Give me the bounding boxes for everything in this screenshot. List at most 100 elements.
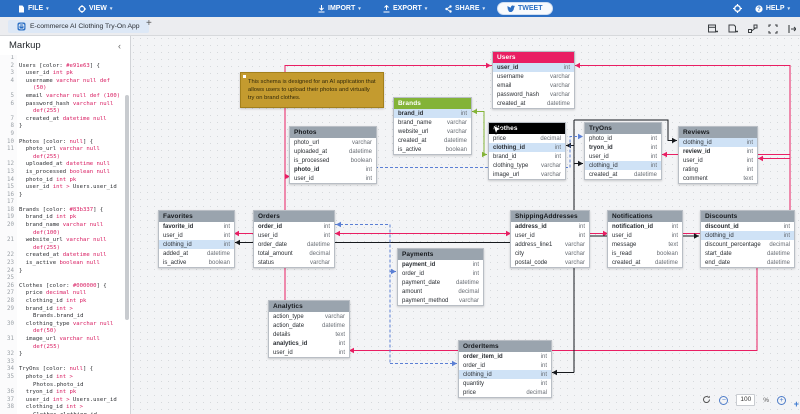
table-field-created_at[interactable]: created_at datetime — [585, 170, 661, 179]
menu-view[interactable]: VIEW▾ — [78, 0, 112, 17]
table-field-order_id[interactable]: order_id int — [254, 222, 334, 231]
table-header[interactable]: ShippingAddresses — [511, 211, 589, 222]
table-field-comment[interactable]: comment text — [679, 174, 757, 183]
table-analytics[interactable]: Analytics action_type varchar action_dat… — [268, 300, 350, 358]
table-users[interactable]: Users user_id int username varchar email… — [492, 51, 575, 109]
table-field-clothing_id[interactable]: clothing_id int — [459, 370, 551, 379]
table-header[interactable]: Discounts — [701, 211, 794, 222]
pan-mode-icon[interactable] — [788, 21, 797, 39]
table-field-user_id[interactable]: user_id int — [290, 174, 376, 183]
table-field-discount_percentage[interactable]: discount_percentage decimal — [701, 240, 794, 249]
menu-help[interactable]: ? HELP▾ — [755, 0, 790, 17]
table-field-user_id[interactable]: user_id int — [254, 231, 334, 240]
table-field-password_hash[interactable]: password_hash varchar — [493, 90, 574, 99]
table-field-is_processed[interactable]: is_processed boolean — [290, 156, 376, 165]
table-field-city[interactable]: city varchar — [511, 249, 589, 258]
table-field-user_id[interactable]: user_id int — [493, 63, 574, 72]
table-field-action_date[interactable]: action_date datetime — [269, 321, 349, 330]
table-field-order_id[interactable]: order_id int — [398, 269, 483, 278]
table-field-user_id[interactable]: user_id int — [159, 231, 234, 240]
table-field-user_id[interactable]: user_id int — [608, 231, 682, 240]
table-field-clothing_type[interactable]: clothing_type varchar — [489, 161, 565, 170]
table-field-added_at[interactable]: added_at datetime — [159, 249, 234, 258]
table-header[interactable]: Notifications — [608, 211, 682, 222]
table-field-tryon_id[interactable]: tryon_id int — [585, 143, 661, 152]
table-field-image_url[interactable]: image_url varchar — [489, 170, 565, 179]
table-field-website_url[interactable]: website_url varchar — [394, 127, 471, 136]
table-header[interactable]: Payments — [398, 249, 483, 260]
table-field-order_item_id[interactable]: order_item_id int — [459, 352, 551, 361]
menu-export[interactable]: EXPORT▾ — [383, 0, 427, 17]
new-tab-button[interactable]: + — [146, 18, 152, 29]
table-field-payment_id[interactable]: payment_id int — [398, 260, 483, 269]
table-field-is_read[interactable]: is_read boolean — [608, 249, 682, 258]
table-field-end_date[interactable]: end_date datetime — [701, 258, 794, 267]
table-field-email[interactable]: email varchar — [493, 81, 574, 90]
table-field-brand_name[interactable]: brand_name varchar — [394, 118, 471, 127]
table-field-user_id[interactable]: user_id int — [585, 152, 661, 161]
table-field-brand_id[interactable]: brand_id int — [394, 109, 471, 118]
diagram-tab[interactable]: E-commerce AI Clothing Try-On App — [8, 20, 149, 33]
table-field-postal_code[interactable]: postal_code varchar — [511, 258, 589, 267]
table-header[interactable]: Users — [493, 52, 574, 63]
table-field-notification_id[interactable]: notification_id int — [608, 222, 682, 231]
table-payments[interactable]: Payments payment_id int order_id int pay… — [397, 248, 484, 306]
table-orders[interactable]: Orders order_id int user_id int order_da… — [253, 210, 335, 268]
zoom-in-button[interactable]: + — [777, 395, 786, 405]
table-field-favorite_id[interactable]: favorite_id int — [159, 222, 234, 231]
table-shippingaddresses[interactable]: ShippingAddresses address_id int user_id… — [510, 210, 590, 268]
table-reviews[interactable]: Reviews clothing_id int review_id int us… — [678, 126, 758, 184]
table-header[interactable]: Brands — [394, 98, 471, 109]
table-field-photo_id[interactable]: photo_id int — [585, 134, 661, 143]
table-field-details[interactable]: details text — [269, 330, 349, 339]
table-header[interactable]: Clothes — [489, 123, 565, 134]
table-field-message[interactable]: message text — [608, 240, 682, 249]
table-field-brand_id[interactable]: brand_id int — [489, 152, 565, 161]
table-field-address_line1[interactable]: address_line1 varchar — [511, 240, 589, 249]
table-field-address_id[interactable]: address_id int — [511, 222, 589, 231]
zoom-level[interactable]: 100 — [736, 394, 756, 406]
table-field-start_date[interactable]: start_date datetime — [701, 249, 794, 258]
table-field-discount_id[interactable]: discount_id int — [701, 222, 794, 231]
reset-view-icon[interactable] — [702, 391, 711, 409]
table-field-price[interactable]: price decimal — [459, 388, 551, 397]
table-notifications[interactable]: Notifications notification_id int user_i… — [607, 210, 683, 268]
table-field-rating[interactable]: rating int — [679, 165, 757, 174]
table-brands[interactable]: Brands brand_id int brand_name varchar w… — [393, 97, 472, 155]
table-field-uploaded_at[interactable]: uploaded_at datetime — [290, 147, 376, 156]
menu-file[interactable]: FILE▾ — [18, 0, 49, 17]
table-header[interactable]: Photos — [290, 127, 376, 138]
table-discounts[interactable]: Discounts discount_id int clothing_id in… — [700, 210, 795, 268]
add-note-icon[interactable] — [728, 21, 738, 39]
table-field-payment_date[interactable]: payment_date datetime — [398, 278, 483, 287]
table-field-is_active[interactable]: is_active boolean — [159, 258, 234, 267]
table-field-review_id[interactable]: review_id int — [679, 147, 757, 156]
table-tryons[interactable]: TryOns photo_id int tryon_id int user_id… — [584, 122, 662, 180]
table-field-status[interactable]: status varchar — [254, 258, 334, 267]
table-field-amount[interactable]: amount decimal — [398, 287, 483, 296]
table-field-payment_method[interactable]: payment_method varchar — [398, 296, 483, 305]
tweet-button[interactable]: TWEET — [497, 2, 553, 15]
table-field-created_at[interactable]: created_at datetime — [394, 136, 471, 145]
table-header[interactable]: Orders — [254, 211, 334, 222]
collapse-panel-icon[interactable]: ‹ — [118, 40, 121, 51]
table-field-clothing_id[interactable]: clothing_id int — [159, 240, 234, 249]
editor-scrollbar[interactable] — [125, 95, 129, 320]
table-field-photo_url[interactable]: photo_url varchar — [290, 138, 376, 147]
table-header[interactable]: TryOns — [585, 123, 661, 134]
table-field-total_amount[interactable]: total_amount decimal — [254, 249, 334, 258]
auto-arrange-icon[interactable] — [748, 21, 758, 39]
table-field-clothing_id[interactable]: clothing_id int — [679, 138, 757, 147]
schema-note[interactable]: This schema is designed for an AI applic… — [240, 72, 384, 109]
table-header[interactable]: Reviews — [679, 127, 757, 138]
table-field-user_id[interactable]: user_id int — [269, 348, 349, 357]
table-field-clothing_id[interactable]: clothing_id int — [489, 143, 565, 152]
table-field-order_date[interactable]: order_date datetime — [254, 240, 334, 249]
table-field-created_at[interactable]: created_at datetime — [608, 258, 682, 267]
menu-share[interactable]: SHARE▾ — [445, 0, 485, 17]
table-orderitems[interactable]: OrderItems order_item_id int order_id in… — [458, 340, 552, 398]
settings-gear-icon[interactable] — [733, 0, 742, 17]
table-favorites[interactable]: Favorites favorite_id int user_id int cl… — [158, 210, 235, 268]
table-field-clothing_id[interactable]: clothing_id int — [585, 161, 661, 170]
